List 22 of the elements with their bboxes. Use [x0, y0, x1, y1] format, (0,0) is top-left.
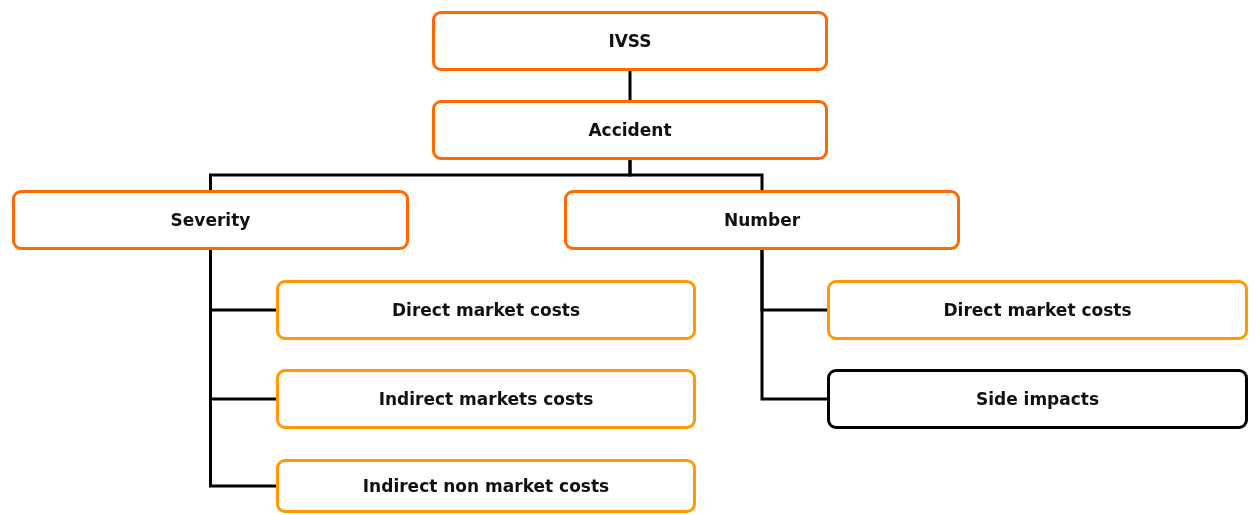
node-label: Number	[723, 210, 801, 230]
process-box	[827, 369, 1248, 429]
node-label: Side impacts	[975, 389, 1100, 409]
process-box	[276, 459, 696, 513]
node-label: Direct market costs	[391, 300, 581, 320]
node-label: Indirect non market costs	[362, 476, 610, 496]
process-box	[432, 100, 828, 160]
connector-line	[209, 250, 276, 488]
node-label: Accident	[588, 120, 672, 140]
node-label: Direct market costs	[943, 300, 1132, 320]
process-box	[827, 280, 1248, 340]
process-box	[432, 11, 828, 71]
process-box	[564, 190, 960, 250]
connector-line	[628, 160, 764, 190]
process-box	[276, 280, 696, 340]
connector-line	[760, 250, 827, 401]
node-label: IVSS	[608, 31, 652, 51]
process-box	[276, 369, 696, 429]
node-label: Indirect markets costs	[378, 389, 594, 409]
process-box	[12, 190, 409, 250]
connector-line	[628, 71, 632, 100]
node-label: Severity	[170, 210, 251, 230]
